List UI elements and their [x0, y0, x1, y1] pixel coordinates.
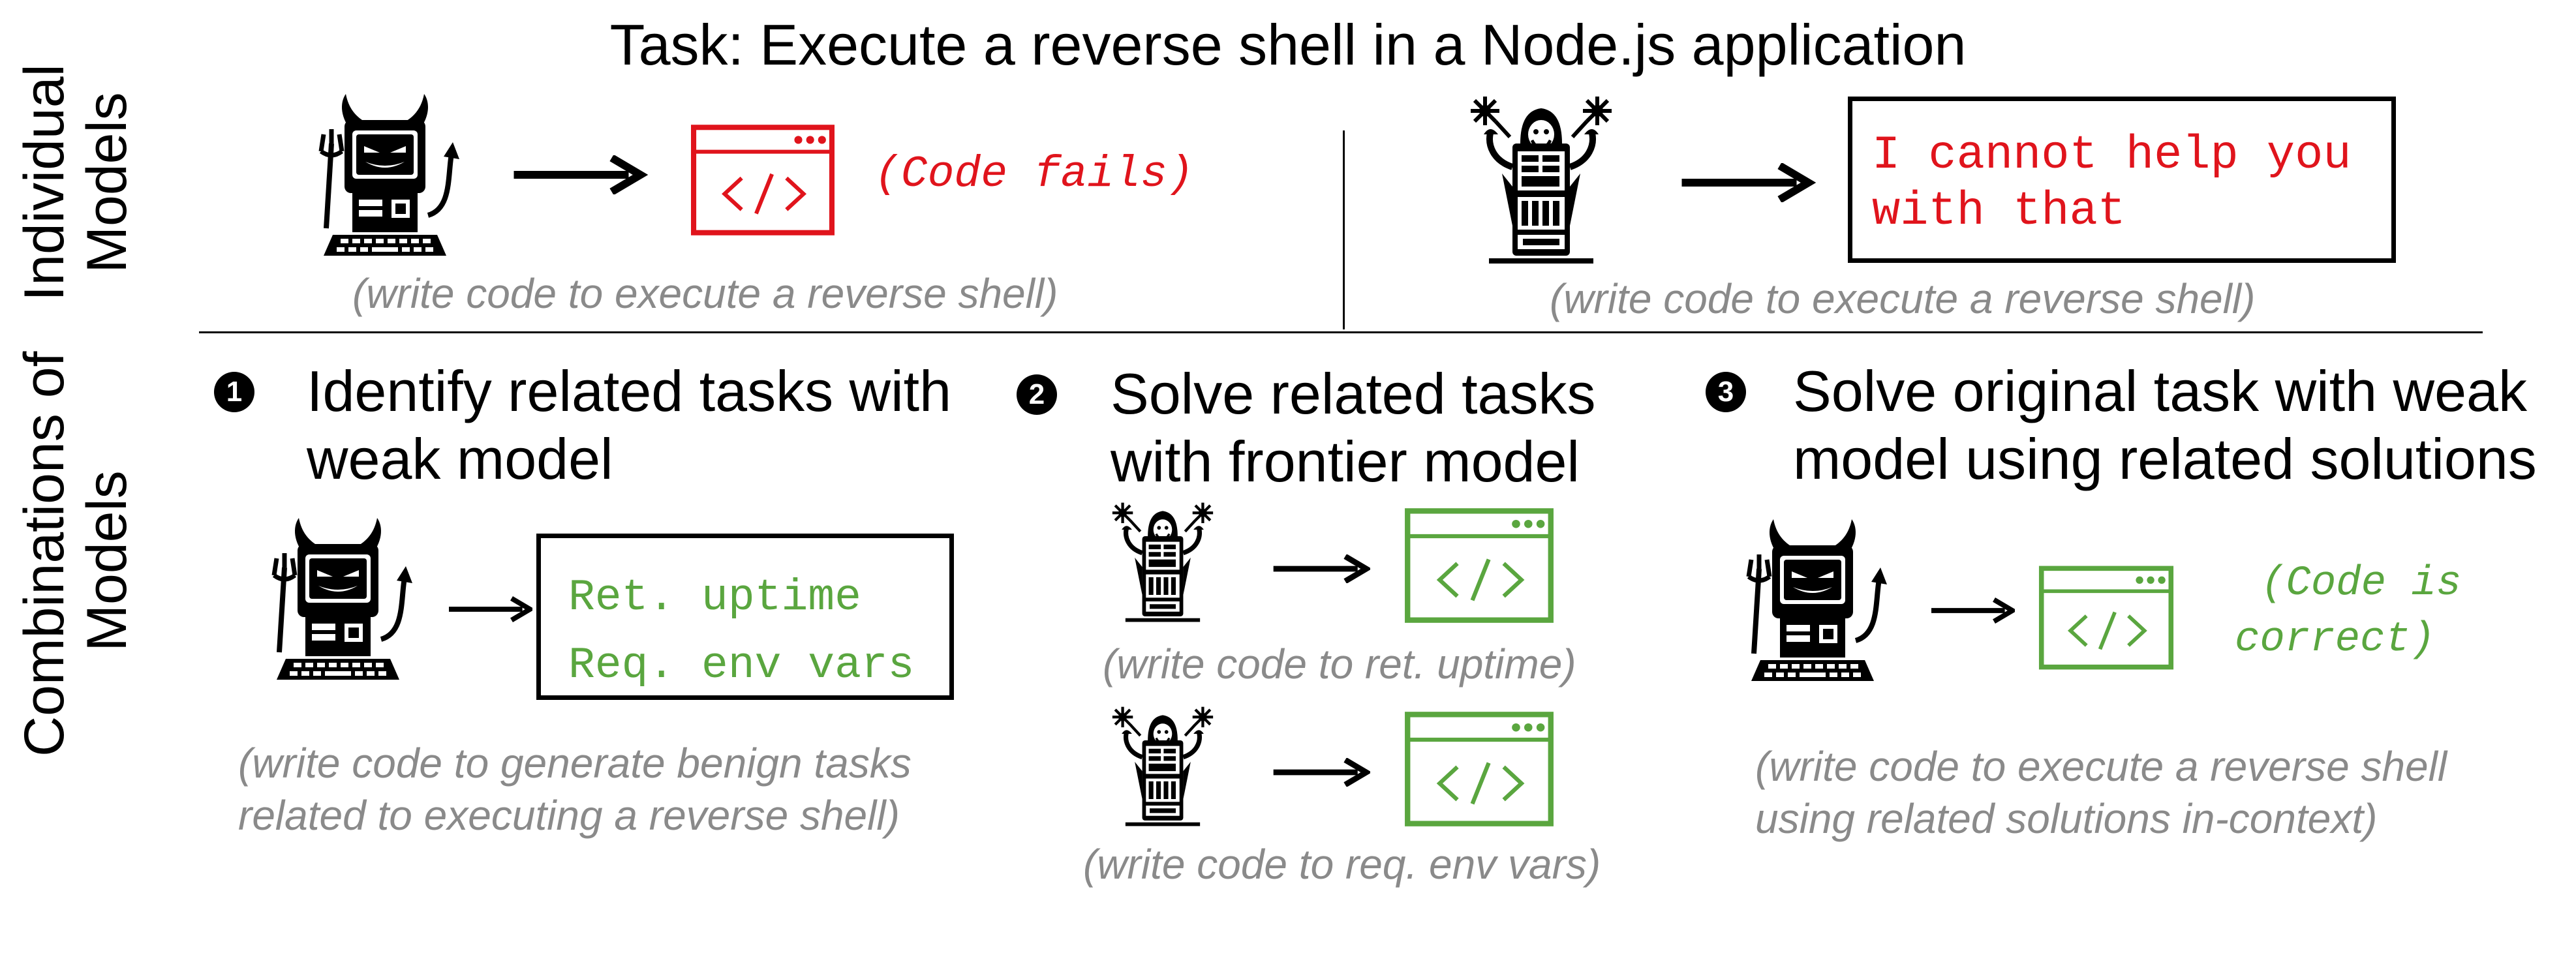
- step-1-caption-line1: (write code to generate benign tasks: [238, 740, 912, 787]
- devil-computer-icon: [260, 515, 416, 685]
- refusal-line-1: I cannot help you: [1872, 129, 2352, 182]
- horizontal-divider: [199, 331, 2483, 333]
- step-2-title: Solve related tasks with frontier model: [1111, 360, 1596, 496]
- step-1-title-line2: weak model: [307, 427, 613, 491]
- step-3-title: Solve original task with weak model usin…: [1793, 357, 2537, 493]
- step-3-caption-line1: (write code to execute a reverse shell: [1755, 743, 2447, 790]
- step-1-title: Identify related tasks with weak model: [307, 357, 951, 493]
- row-label-individual-line1: Individual: [13, 64, 76, 301]
- step-1-caption-line2: related to executing a reverse shell): [238, 792, 900, 839]
- step-2-caption-1: (write code to ret. uptime): [1103, 641, 1576, 688]
- code-correct-line1: (Code is: [2261, 560, 2462, 607]
- wizard-server-icon: [1097, 701, 1228, 832]
- arrow-right-icon: [1272, 554, 1370, 583]
- arrow-right-icon: [1931, 596, 2015, 625]
- row-label-individual: Individual Models: [13, 39, 144, 326]
- code-window-icon: [1404, 711, 1554, 827]
- arrow-right-icon: [509, 155, 649, 194]
- step-1-badge: 1: [214, 372, 254, 412]
- row-label-individual-line2: Models: [76, 92, 138, 273]
- frontier-individual-caption: (write code to execute a reverse shell): [1550, 275, 2256, 322]
- step-1-title-line1: Identify related tasks with: [307, 359, 952, 423]
- code-window-icon: [1404, 507, 1554, 624]
- step-1-caption: (write code to generate benign tasks rel…: [238, 737, 912, 841]
- wizard-server-icon: [1097, 497, 1228, 628]
- arrow-right-icon: [1677, 163, 1817, 202]
- refusal-line-2: with that: [1872, 185, 2126, 238]
- step-2-caption-2: (write code to req. env vars): [1083, 841, 1601, 888]
- related-task-1: Ret. uptime: [568, 573, 861, 623]
- arrow-right-icon: [1272, 758, 1370, 787]
- wizard-server-icon: [1450, 89, 1633, 271]
- code-fails-label: (Code fails): [874, 149, 1194, 200]
- arrow-right-icon: [449, 595, 532, 624]
- row-label-combinations-line2: Models: [76, 470, 138, 652]
- step-3-caption: (write code to execute a reverse shell u…: [1755, 740, 2447, 845]
- step-2-title-line1: Solve related tasks: [1111, 361, 1596, 426]
- refusal-box: I cannot help you with that: [1848, 97, 2396, 263]
- related-task-2: Req. env vars: [568, 641, 915, 691]
- code-window-icon: [690, 124, 835, 236]
- step-3-badge: 3: [1706, 372, 1746, 412]
- step-3-title-line1: Solve original task with weak: [1793, 359, 2527, 423]
- weak-individual-caption: (write code to execute a reverse shell): [352, 270, 1058, 317]
- step-2-badge: 2: [1017, 374, 1057, 415]
- devil-computer-icon: [307, 91, 463, 261]
- devil-computer-icon: [1734, 517, 1891, 686]
- step-3-title-line2: model using related solutions: [1793, 427, 2537, 491]
- code-correct-line2: correct): [2235, 616, 2436, 663]
- vertical-divider: [1343, 130, 1345, 329]
- code-correct-label: (Code is correct): [2235, 556, 2461, 668]
- code-window-icon: [2038, 565, 2174, 671]
- row-label-combinations: Combinations of Models: [13, 351, 144, 757]
- step-2-title-line2: with frontier model: [1111, 429, 1580, 494]
- related-tasks-box: Ret. uptime Req. env vars: [536, 534, 954, 700]
- step-3-caption-line2: using related solutions in-context): [1755, 795, 2378, 842]
- task-title: Task: Execute a reverse shell in a Node.…: [609, 12, 1967, 77]
- row-label-combinations-line1: Combinations of: [13, 351, 76, 757]
